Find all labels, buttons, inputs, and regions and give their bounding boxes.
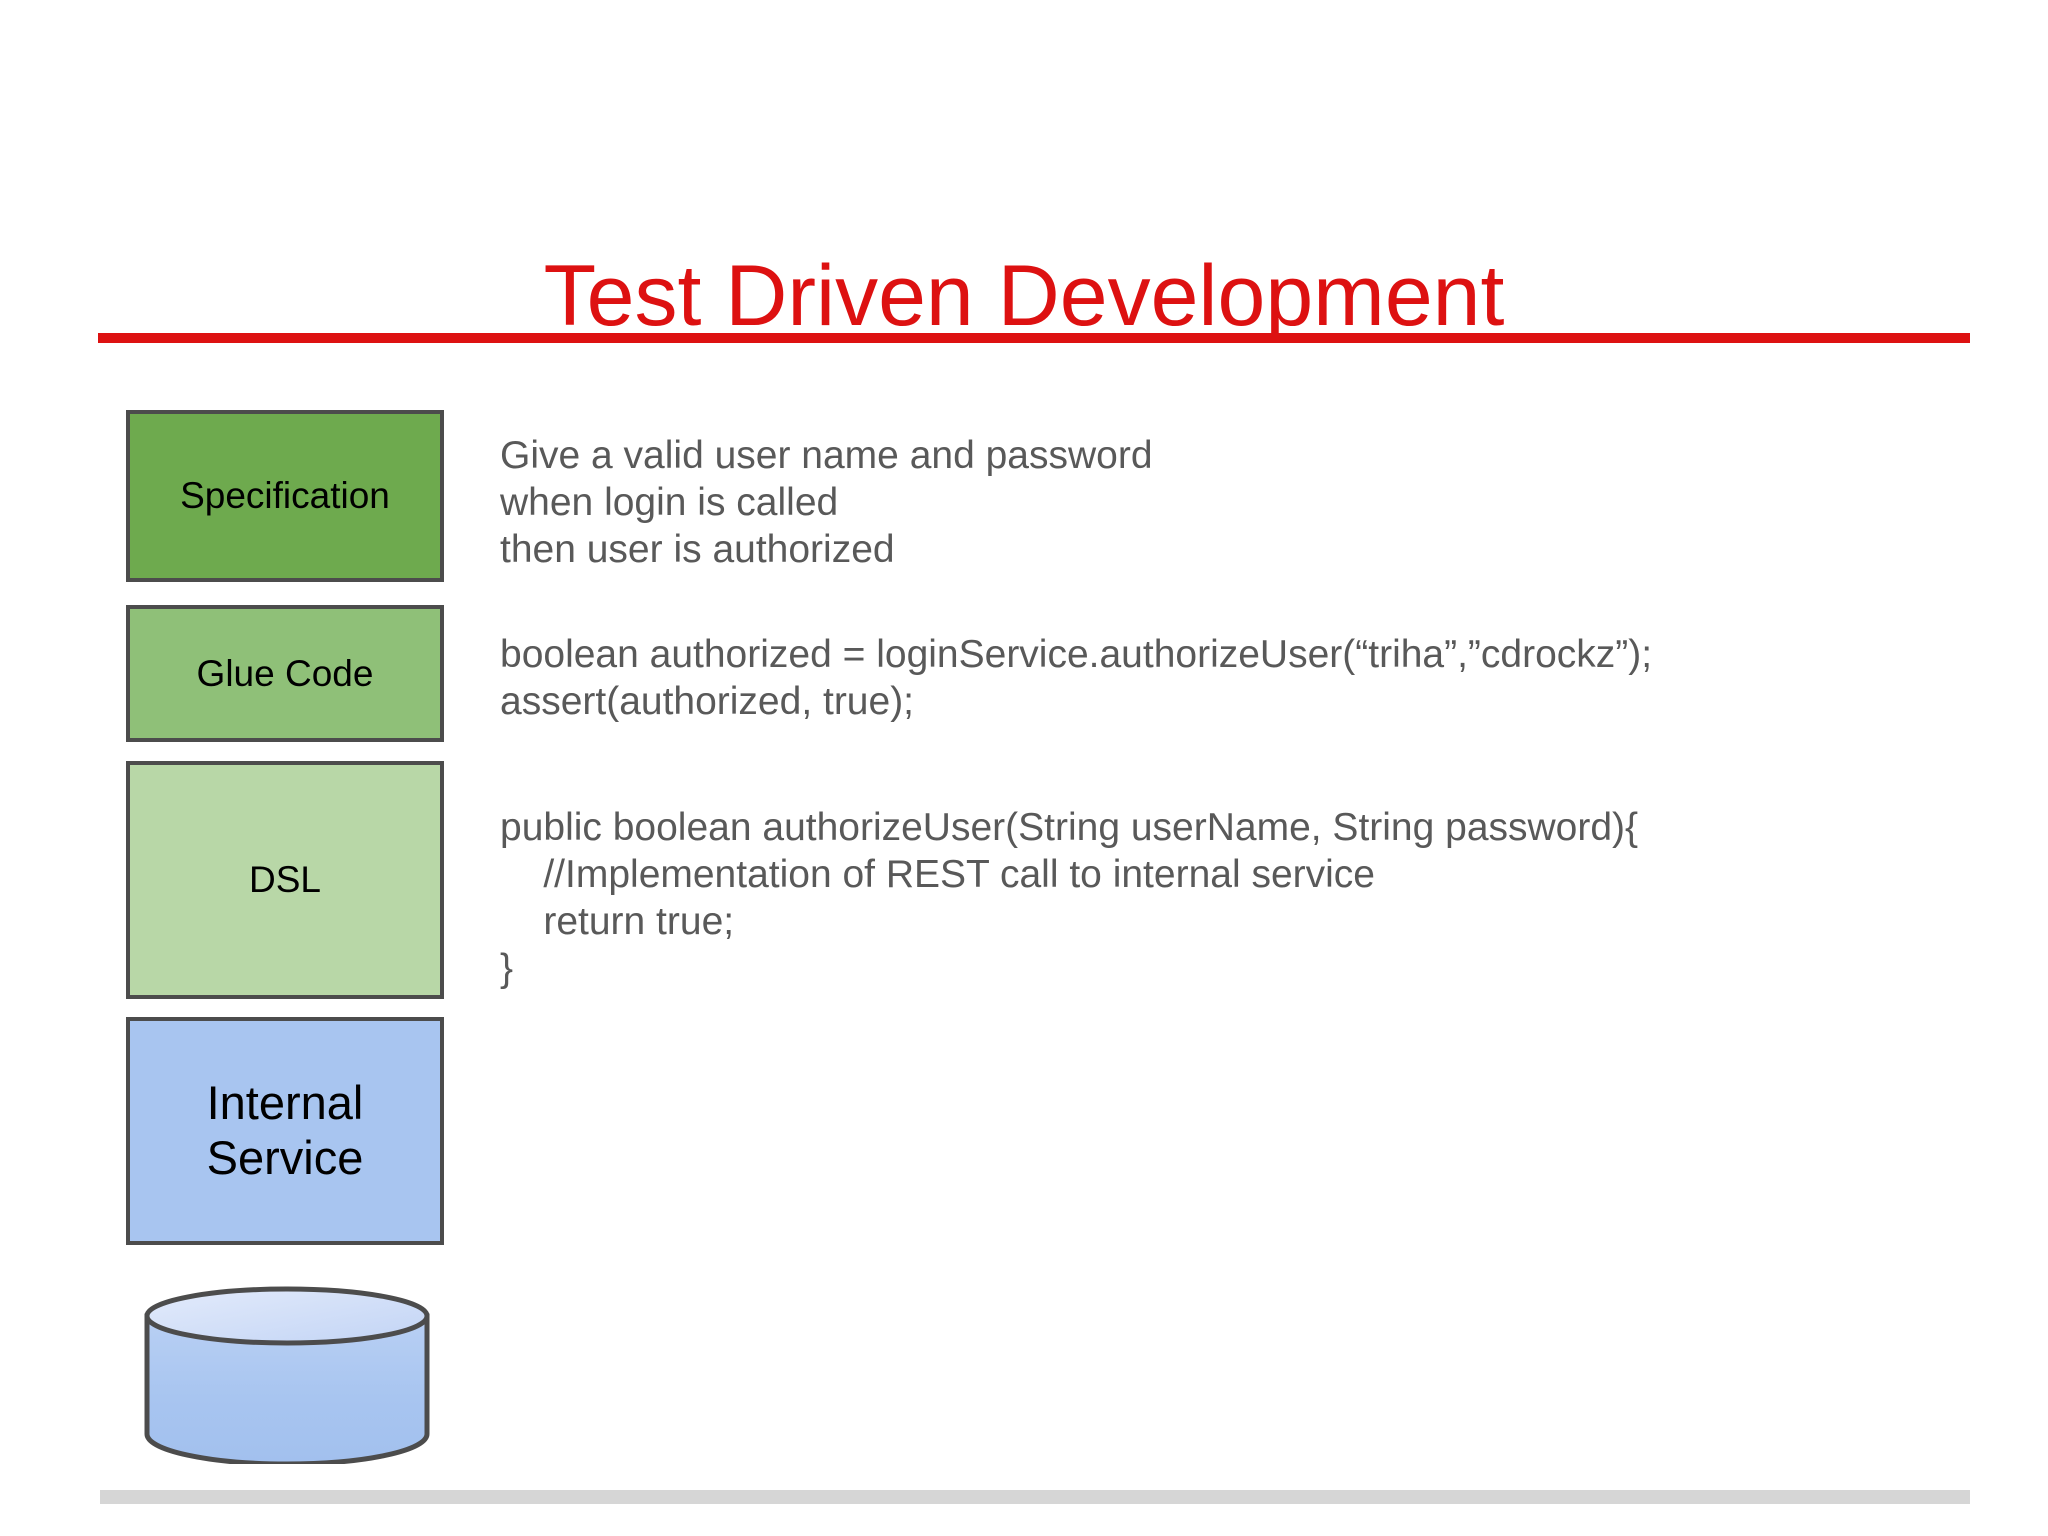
layer-box-internal-service[interactable]: Internal Service bbox=[126, 1017, 444, 1245]
database-icon bbox=[144, 1286, 430, 1467]
glue-code-text: boolean authorized = loginService.author… bbox=[500, 633, 1653, 723]
layer-box-dsl[interactable]: DSL bbox=[126, 761, 444, 999]
layer-box-internal-service-label: Internal Service bbox=[206, 1076, 364, 1184]
dsl-code-text: public boolean authorizeUser(String user… bbox=[500, 806, 1639, 990]
layer-box-specification-label: Specification bbox=[180, 475, 390, 517]
layer-box-glue-code[interactable]: Glue Code bbox=[126, 605, 444, 742]
specification-text: Give a valid user name and password when… bbox=[500, 434, 1153, 571]
page-title: Test Driven Development bbox=[543, 247, 1505, 344]
layer-box-dsl-label: DSL bbox=[249, 859, 321, 901]
layer-box-specification[interactable]: Specification bbox=[126, 410, 444, 582]
footer-divider-rule bbox=[100, 1490, 1970, 1504]
database-cylinder[interactable] bbox=[142, 1286, 432, 1467]
layer-box-glue-code-label: Glue Code bbox=[196, 652, 374, 694]
title-divider-rule bbox=[98, 333, 1970, 343]
